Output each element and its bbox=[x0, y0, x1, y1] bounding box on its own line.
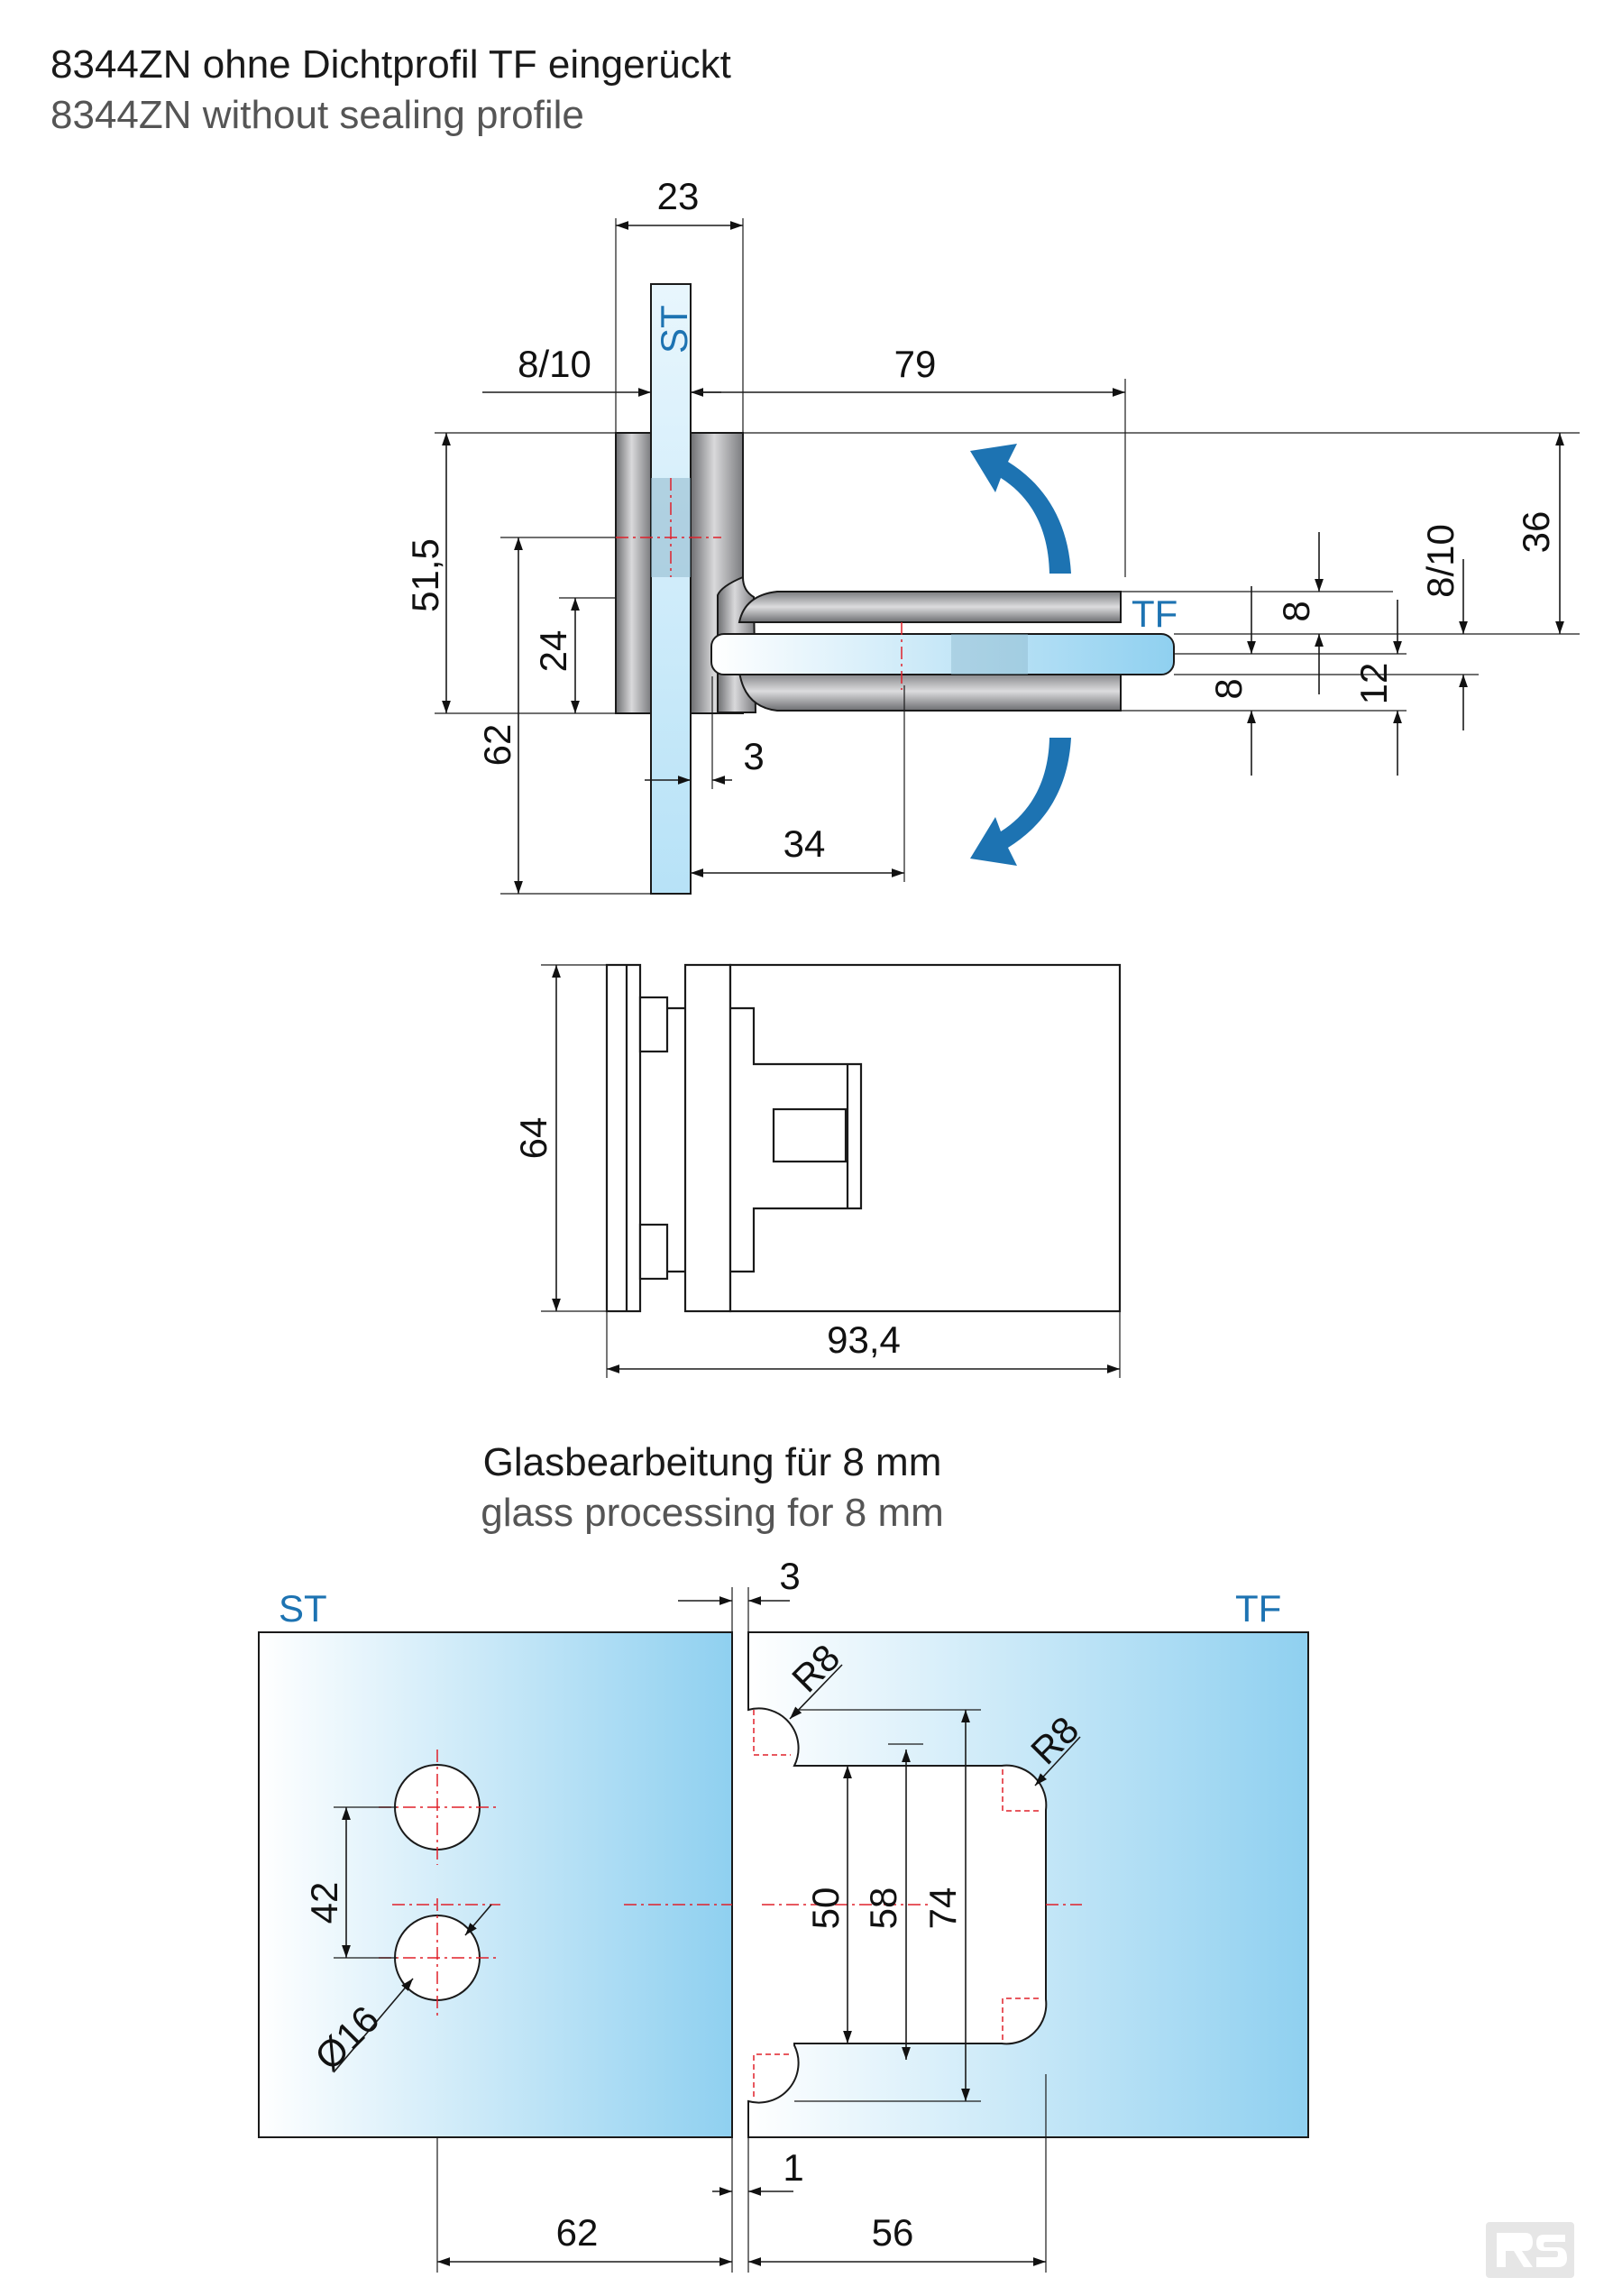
side-view: 64 93,4 bbox=[512, 963, 1122, 1378]
st-glass-section bbox=[650, 283, 692, 895]
dim-51-5: 51,5 bbox=[404, 538, 446, 612]
rotation-arrow-down-icon bbox=[970, 738, 1071, 866]
label-tf-top: TF bbox=[1132, 592, 1178, 635]
side-hinge-outline bbox=[730, 1006, 863, 1273]
tf-glass-panel bbox=[747, 1631, 1309, 2138]
tf-glass-inset bbox=[951, 634, 1028, 675]
dim-1: 1 bbox=[783, 2146, 803, 2189]
st-glass-panel bbox=[258, 1631, 733, 2138]
side-plate-inner bbox=[683, 963, 732, 1313]
dim-23: 23 bbox=[657, 175, 700, 217]
rotation-arrow-up-icon bbox=[970, 444, 1071, 574]
label-tf-glass: TF bbox=[1235, 1587, 1281, 1630]
tf-glass-section bbox=[710, 633, 1175, 675]
st-outer-plate bbox=[615, 432, 652, 714]
tf-upper-jaw bbox=[738, 591, 1122, 623]
dim-64: 64 bbox=[512, 1117, 554, 1160]
dim-24: 24 bbox=[532, 630, 574, 673]
dim-79: 79 bbox=[894, 343, 937, 385]
dim-34: 34 bbox=[784, 822, 826, 865]
dim-50: 50 bbox=[804, 1887, 847, 1930]
dim-8-10-left: 8/10 bbox=[518, 343, 591, 385]
title-english: 8344ZN without sealing profile bbox=[50, 93, 584, 137]
dim-8-upper: 8 bbox=[1275, 601, 1317, 621]
dim-3-top: 3 bbox=[743, 735, 764, 777]
side-screw-upper bbox=[638, 996, 669, 1053]
dim-42: 42 bbox=[303, 1882, 345, 1924]
glass-title-german: Glasbearbeitung für 8 mm bbox=[483, 1440, 942, 1484]
side-plate-outer bbox=[605, 963, 642, 1313]
glass-title-english: glass processing for 8 mm bbox=[481, 1491, 944, 1535]
side-screw-lower bbox=[638, 1223, 669, 1281]
label-st-top: ST bbox=[653, 305, 695, 354]
dim-12: 12 bbox=[1352, 663, 1395, 705]
dim-74: 74 bbox=[921, 1887, 964, 1930]
dim-56: 56 bbox=[872, 2211, 914, 2254]
side-hinge-core bbox=[772, 1107, 848, 1163]
dim-3-glass: 3 bbox=[779, 1555, 800, 1597]
dim-8-10-right: 8/10 bbox=[1419, 524, 1462, 598]
title-german: 8344ZN ohne Dichtprofil TF eingerückt bbox=[50, 42, 731, 87]
tf-lower-jaw bbox=[738, 670, 1122, 712]
top-view: ST TF 23 8/10 79 51,5 24 62 3 bbox=[404, 175, 1580, 895]
dim-62-glass: 62 bbox=[556, 2211, 599, 2254]
dim-58: 58 bbox=[862, 1887, 904, 1930]
dim-36: 36 bbox=[1515, 511, 1557, 554]
label-st-glass: ST bbox=[279, 1587, 327, 1630]
glass-processing: ST TF 3 R8 R8 42 Ø16 50 58 bbox=[258, 1555, 1309, 2273]
dim-93-4: 93,4 bbox=[827, 1318, 901, 1361]
dim-8-lower: 8 bbox=[1207, 678, 1250, 699]
rs-logo bbox=[1486, 2222, 1574, 2278]
dim-62-top: 62 bbox=[476, 724, 518, 767]
